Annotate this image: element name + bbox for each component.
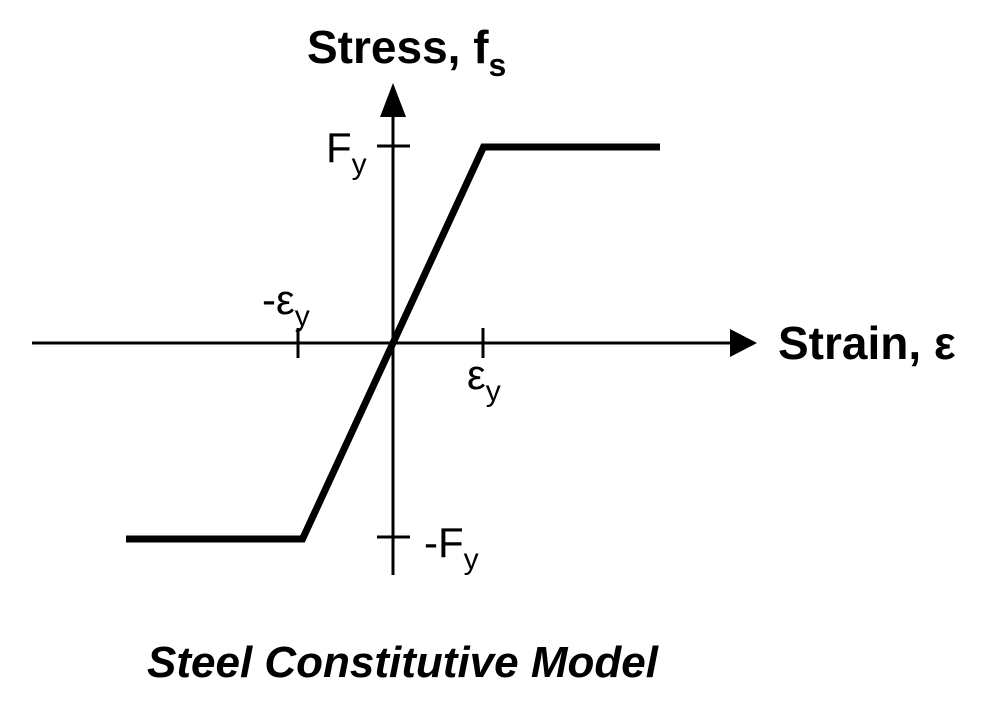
y-axis-label: Stress, fs [307,21,506,83]
y-axis-arrowhead [380,83,406,117]
tick-label-pos-strain: εy [467,351,501,408]
y-axis-label-main: Stress, f [307,21,489,73]
tick-label-pos-stress-subscript: y [352,148,367,181]
stress-strain-curve [126,143,660,543]
tick-label-neg-strain: -εy [262,276,310,333]
tick-label-pos-strain-subscript: y [486,375,501,408]
tick-label-neg-strain-subscript: y [295,300,310,333]
tick-label-pos-stress: Fy [326,124,367,181]
tick-label-neg-stress-subscript: y [464,543,479,576]
tick-label-neg-strain-main: -ε [262,276,295,323]
tick-label-pos-stress-main: F [326,124,352,171]
tick-label-pos-strain-main: ε [467,351,486,398]
y-axis-label-subscript: s [489,47,507,83]
figure-caption: Steel Constitutive Model [147,638,659,687]
x-axis-label: Strain, ε [778,317,956,369]
tick-label-neg-stress-main: -F [424,519,464,566]
x-axis-arrowhead [730,329,757,357]
tick-label-neg-stress: -Fy [424,519,479,576]
